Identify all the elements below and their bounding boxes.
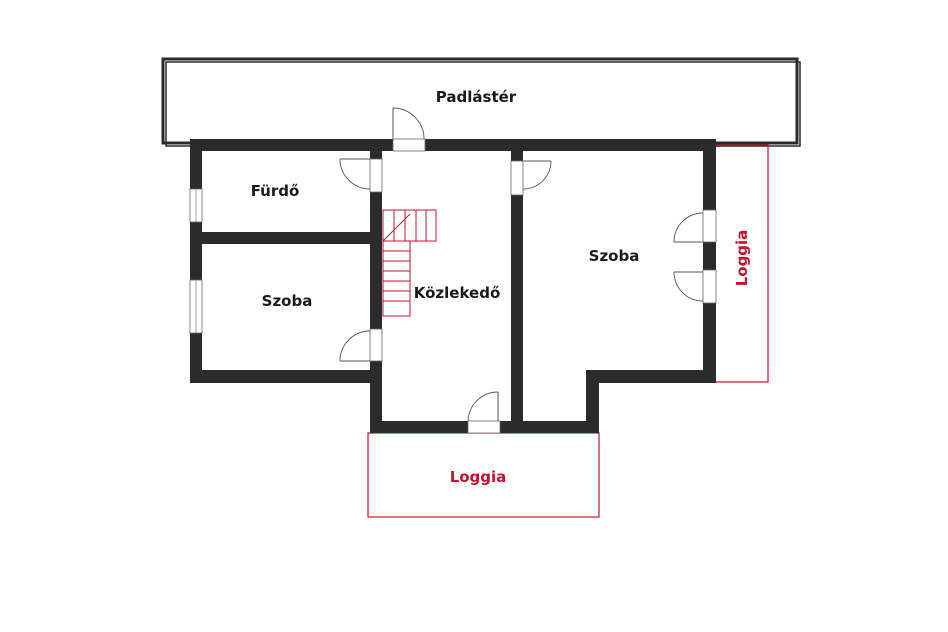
wall-hall-left-b — [370, 192, 382, 329]
door-bathroom-swing — [339, 158, 371, 190]
door-room-left-frame — [369, 328, 383, 362]
windows — [189, 188, 203, 334]
door-loggia-right-lower-swing — [673, 271, 704, 302]
label-room-right: Szoba — [589, 247, 640, 265]
wall-left-upper — [190, 139, 202, 189]
door-attic-swing — [392, 107, 425, 140]
label-loggia-bottom: Loggia — [450, 468, 507, 486]
wall-right-step-vertical — [586, 370, 599, 433]
door-room-right-frame — [510, 160, 524, 196]
door-loggia-right-upper-frame — [702, 209, 717, 243]
label-room-left: Szoba — [262, 292, 313, 310]
stair-landing-diagonal — [382, 213, 411, 242]
door-room-right-swing — [522, 160, 552, 190]
wall-right-step-horizontal — [586, 370, 716, 383]
door-room-left-swing — [339, 330, 371, 362]
wall-bath-divider — [190, 232, 382, 244]
door-bathroom — [339, 158, 383, 193]
wall-right-lower — [703, 303, 716, 383]
doors — [339, 107, 717, 434]
door-bathroom-frame — [369, 158, 383, 193]
wall-hall-bottom-a — [370, 421, 468, 433]
wall-right-middle — [703, 242, 716, 270]
wall-right-upper — [703, 139, 716, 210]
label-bathroom: Fürdő — [251, 182, 300, 200]
wall-left-middle — [190, 222, 202, 280]
label-loggia-right: Loggia — [733, 230, 751, 287]
wall-hall-left-a — [370, 139, 382, 159]
door-loggia-right-upper-swing — [673, 212, 704, 243]
door-loggia-bottom — [467, 391, 501, 434]
door-loggia-right-lower — [673, 269, 717, 304]
wall-hall-left-c — [370, 361, 382, 433]
label-hallway: Közlekedő — [414, 284, 501, 302]
staircase — [382, 209, 437, 317]
door-loggia-bottom-swing — [467, 391, 499, 422]
wall-hall-bottom-b — [500, 421, 598, 433]
door-attic-frame — [392, 138, 426, 152]
stair-lower-flight — [382, 240, 411, 317]
label-attic: Padlástér — [436, 88, 517, 106]
walls — [190, 139, 716, 433]
door-attic — [392, 107, 426, 152]
wall-top-right — [425, 139, 716, 151]
wall-bottom-left — [190, 370, 382, 383]
wall-hall-right-a — [511, 139, 523, 161]
door-loggia-right-upper — [673, 209, 717, 243]
door-loggia-right-lower-frame — [702, 269, 717, 304]
wall-top-left — [190, 139, 393, 151]
door-room-left — [339, 328, 383, 362]
wall-hall-right-b — [511, 195, 523, 433]
door-loggia-bottom-frame — [467, 420, 501, 434]
door-room-right — [510, 160, 552, 196]
